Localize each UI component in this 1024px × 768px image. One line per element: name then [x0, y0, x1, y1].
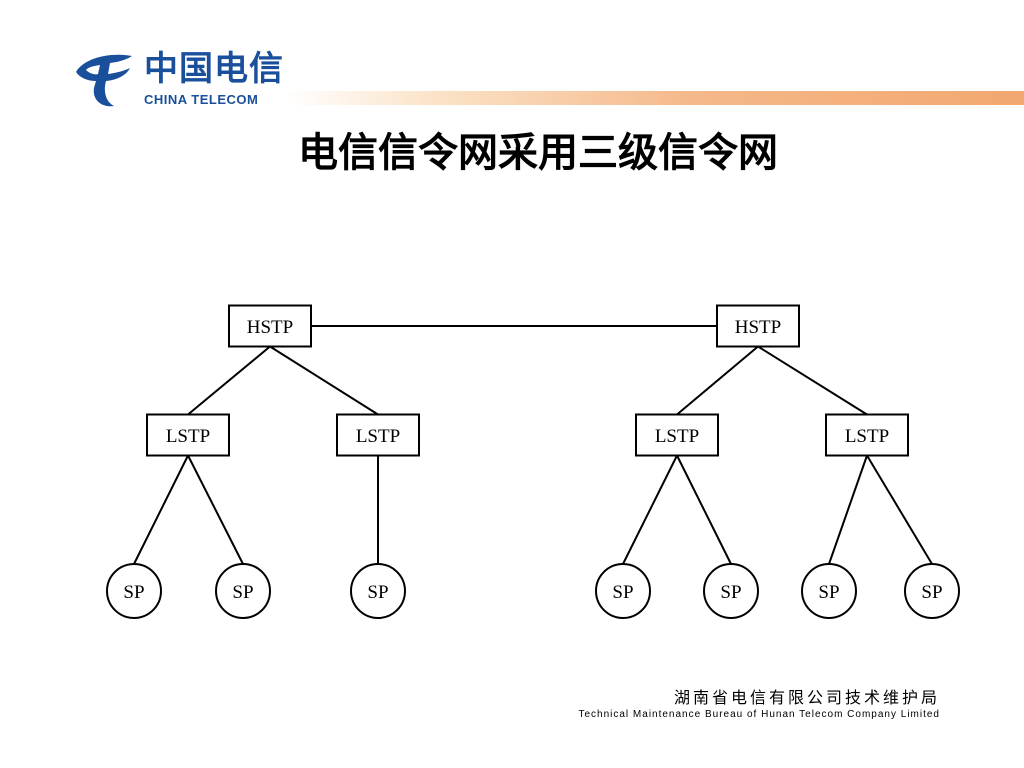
logo-chinese-name: 中国电信 [144, 49, 284, 89]
sp6-shape [801, 563, 857, 619]
lstp2-label: LSTP [356, 426, 400, 447]
node-lstp1: LSTP [146, 413, 230, 457]
node-sp4: SP [595, 563, 651, 619]
lstp2-shape [336, 413, 420, 457]
edge-hstp2-lstp3 [676, 345, 759, 416]
sp4-label: SP [612, 582, 633, 603]
edge-hstp1-lstp2 [269, 345, 379, 416]
sp6-label: SP [818, 582, 839, 603]
edge-lstp4-sp7 [866, 454, 933, 565]
node-lstp4: LSTP [825, 413, 909, 457]
lstp3-label: LSTP [655, 426, 699, 447]
logo-english-name: CHINA TELECOM [144, 92, 259, 107]
lstp1-shape [146, 413, 230, 457]
page-title: 电信信令网采用三级信令网 [298, 129, 778, 176]
sp1-label: SP [123, 582, 144, 603]
node-sp6: SP [801, 563, 857, 619]
lstp3-shape [635, 413, 719, 457]
edge-hstp1-lstp1 [187, 345, 271, 416]
edge-lstp3-sp5 [676, 455, 732, 565]
sp3-shape [350, 563, 406, 619]
edge-hstp2-lstp4 [757, 345, 868, 416]
edge-lstp1-sp1 [133, 455, 189, 565]
sp1-shape [106, 563, 162, 619]
lstp4-label: LSTP [845, 426, 889, 447]
edge-lstp1-sp2 [187, 455, 244, 565]
china-telecom-logo: 中国电信 CHINA TELECOM [70, 50, 283, 112]
node-sp1: SP [106, 563, 162, 619]
node-sp5: SP [703, 563, 759, 619]
footer-company-name-zh: 湖南省电信有限公司技术维护局 [673, 688, 940, 707]
sp4-shape [595, 563, 651, 619]
diagram-nodes: HSTP HSTP LSTP LSTP LSTP LSTP SP SP SP SP SP SP SP [106, 304, 960, 619]
node-lstp3: LSTP [635, 413, 719, 457]
diagram-edges [133, 325, 933, 565]
hstp1-label: HSTP [247, 317, 293, 338]
sp5-shape [703, 563, 759, 619]
lstp1-label: LSTP [166, 426, 210, 447]
node-sp3: SP [350, 563, 406, 619]
footer-company-name-en: Technical Maintenance Bureau of Hunan Te… [578, 709, 940, 720]
node-sp7: SP [904, 563, 960, 619]
china-telecom-emblem-icon [76, 54, 132, 107]
sp7-label: SP [921, 582, 942, 603]
header-gradient-bar [285, 91, 1024, 105]
sp2-label: SP [232, 582, 253, 603]
hstp1-shape [228, 304, 312, 348]
sp2-shape [215, 563, 271, 619]
node-hstp2: HSTP [716, 304, 800, 348]
sp5-label: SP [720, 582, 741, 603]
hstp2-shape [716, 304, 800, 348]
node-sp2: SP [215, 563, 271, 619]
sp7-shape [904, 563, 960, 619]
node-lstp2: LSTP [336, 413, 420, 457]
sp3-label: SP [367, 582, 388, 603]
lstp4-shape [825, 413, 909, 457]
edge-lstp4-sp6 [828, 455, 868, 565]
node-hstp1: HSTP [228, 304, 312, 348]
edge-lstp3-sp4 [622, 455, 678, 565]
hstp2-label: HSTP [735, 317, 781, 338]
